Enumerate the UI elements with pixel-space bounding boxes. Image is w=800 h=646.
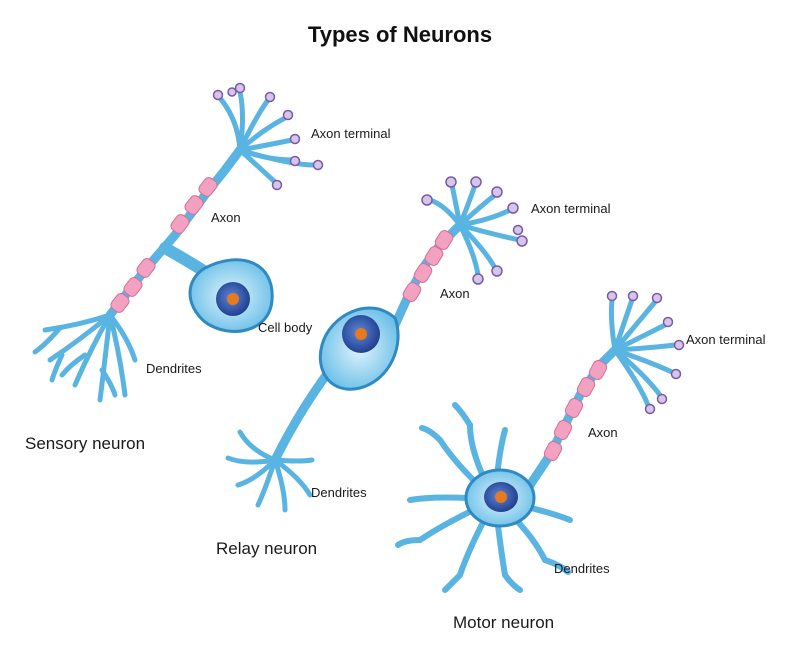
motor-myelin-4 xyxy=(576,377,596,397)
relay-myelin-4 xyxy=(434,230,454,250)
relay-myelin-2 xyxy=(413,263,433,283)
sensory-myelin-3 xyxy=(136,258,156,278)
sensory-myelin-2 xyxy=(123,277,143,297)
sensory-neuron-label: Sensory neuron xyxy=(25,434,146,453)
motor-terminal-boutons xyxy=(606,290,685,415)
relay-dendrites xyxy=(225,429,315,513)
relay-lower-process xyxy=(270,365,335,465)
sensory-axon-terminal xyxy=(217,89,318,185)
relay-myelin-3 xyxy=(424,246,444,266)
page-title: Types of Neurons xyxy=(307,22,493,47)
relay-myelin-1 xyxy=(402,282,422,302)
sensory-axon xyxy=(105,145,245,320)
motor-axon-terminal-label: Axon terminal xyxy=(686,332,766,347)
sensory-dendrites xyxy=(32,312,138,403)
sensory-axon-label: Axon xyxy=(211,210,241,225)
sensory-myelin-1 xyxy=(110,293,130,313)
sensory-myelin-6 xyxy=(198,177,218,197)
motor-neuron-label: Motor neuron xyxy=(453,613,555,632)
motor-dendrites-label: Dendrites xyxy=(554,561,610,576)
motor-myelin-1 xyxy=(543,441,563,461)
sensory-cell-body-label: Cell body xyxy=(258,320,313,335)
motor-myelin-2 xyxy=(553,420,573,440)
motor-axon-label: Axon xyxy=(588,425,618,440)
motor-neuron xyxy=(395,290,685,593)
relay-neuron xyxy=(225,176,528,513)
sensory-dendrites-label: Dendrites xyxy=(146,361,202,376)
sensory-axon-terminal-label: Axon terminal xyxy=(311,126,391,141)
relay-terminal-boutons xyxy=(421,176,528,285)
relay-axon-terminal xyxy=(427,182,523,278)
sensory-myelin-5 xyxy=(184,195,204,215)
motor-myelin-5 xyxy=(588,360,608,380)
motor-nucleolus xyxy=(495,491,507,503)
motor-axon-terminal xyxy=(608,297,678,408)
sensory-neuron xyxy=(32,82,324,403)
sensory-nucleolus xyxy=(227,293,239,305)
relay-nucleolus xyxy=(355,328,367,340)
sensory-myelin-4 xyxy=(170,214,190,234)
relay-axon-label: Axon xyxy=(440,286,470,301)
sensory-terminal-boutons xyxy=(212,82,324,191)
relay-neuron-label: Relay neuron xyxy=(216,539,318,558)
relay-axon-terminal-label: Axon terminal xyxy=(531,201,611,216)
motor-myelin-3 xyxy=(564,398,584,418)
relay-dendrites-label: Dendrites xyxy=(311,485,367,500)
